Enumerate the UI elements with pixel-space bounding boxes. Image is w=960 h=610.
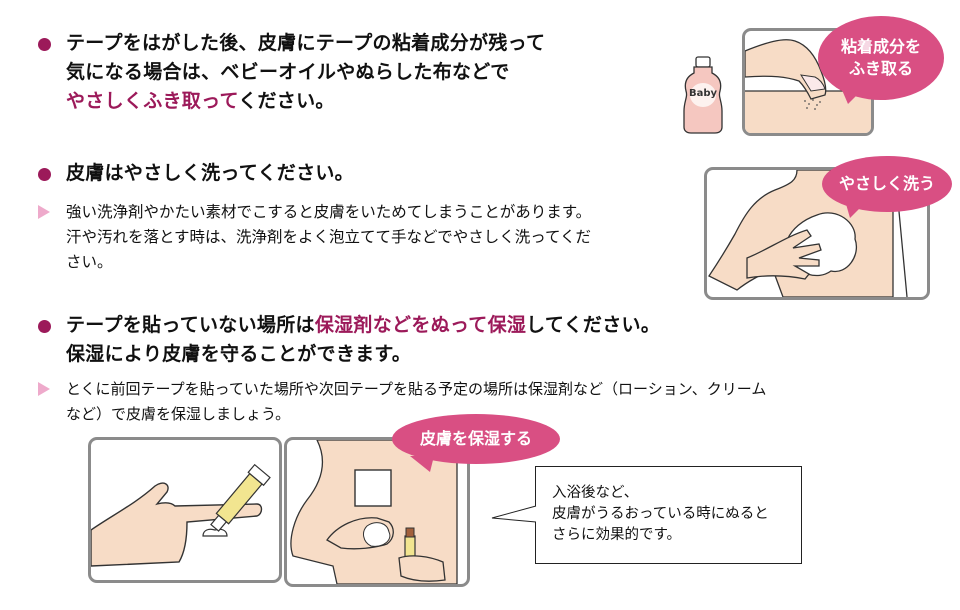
wash-gently-bubble: やさしく洗う [822,156,952,212]
callout-pointer [491,505,537,523]
section1-rest-text: ください。 [238,90,335,112]
section2-body-line3: さい。 [66,253,113,271]
bubble-text-line1: 粘着成分を [840,37,921,56]
bullet-icon [38,168,51,181]
bubble-tail [410,456,434,472]
section3-heading-line2: 保湿により皮膚を守ることができます。 [66,343,412,365]
bottle-label: Baby [688,88,718,99]
bubble-text: 皮膚を保湿する [419,429,532,448]
bullet-icon [38,38,51,51]
triangle-bullet-icon [38,382,50,396]
section2-body-line1: 強い洗浄剤やかたい素材でこすると皮膚をいためてしまうことがあります。 [66,203,592,221]
heading-accent: 保湿剤などをぬって保湿 [314,314,527,336]
heading-pre: テープを貼っていない場所は [66,314,315,336]
section1-heading-line1: テープをはがした後、皮膚にテープの粘着成分が残って [66,32,546,54]
section2-heading: 皮膚はやさしく洗ってください。 [66,162,354,184]
bubble-text-line2: ふき取る [848,59,913,78]
moisturize-skin-bubble: 皮膚を保湿する [392,414,560,464]
section3-body-line1: とくに前回テープを貼っていた場所や次回テープを貼る予定の場所は保湿剤など（ローシ… [66,380,767,398]
callout-line3: さらに効果的です。 [552,527,682,543]
callout-line1: 入浴後など、 [552,485,639,501]
section1-heading-line3: やさしくふき取ってください。 [66,87,335,116]
moisturizing-illustration [284,437,470,587]
triangle-bullet-icon [38,205,50,219]
section3-body-line2: など）で皮膚を保湿しましょう。 [66,405,291,423]
section2-body-line2: 汗や汚れを落とす時は、洗浄剤をよく泡立てて手などでやさしく洗ってくだ [66,228,591,246]
callout-line2: 皮膚がうるおっている時にぬると [552,506,769,522]
bubble-tail [846,204,864,218]
heading-post: してください。 [526,314,661,336]
section1-heading-line2: 気になる場合は、ベビーオイルやぬらした布などで [66,61,510,83]
wipe-adhesive-bubble: 粘着成分を ふき取る [818,16,944,100]
section1-accent-text: やさしくふき取って [66,90,239,112]
callout-box: 入浴後など、 皮膚がうるおっている時にぬると さらに効果的です。 [535,466,802,564]
bubble-tail [842,90,862,104]
section3-heading-line1: テープを貼っていない場所は保湿剤などをぬって保湿してください。 [66,311,660,340]
bullet-icon [38,320,51,333]
bubble-text: やさしく洗う [838,174,935,193]
baby-oil-bottle-illustration: Baby [680,55,728,135]
cream-on-finger-illustration [88,437,282,583]
